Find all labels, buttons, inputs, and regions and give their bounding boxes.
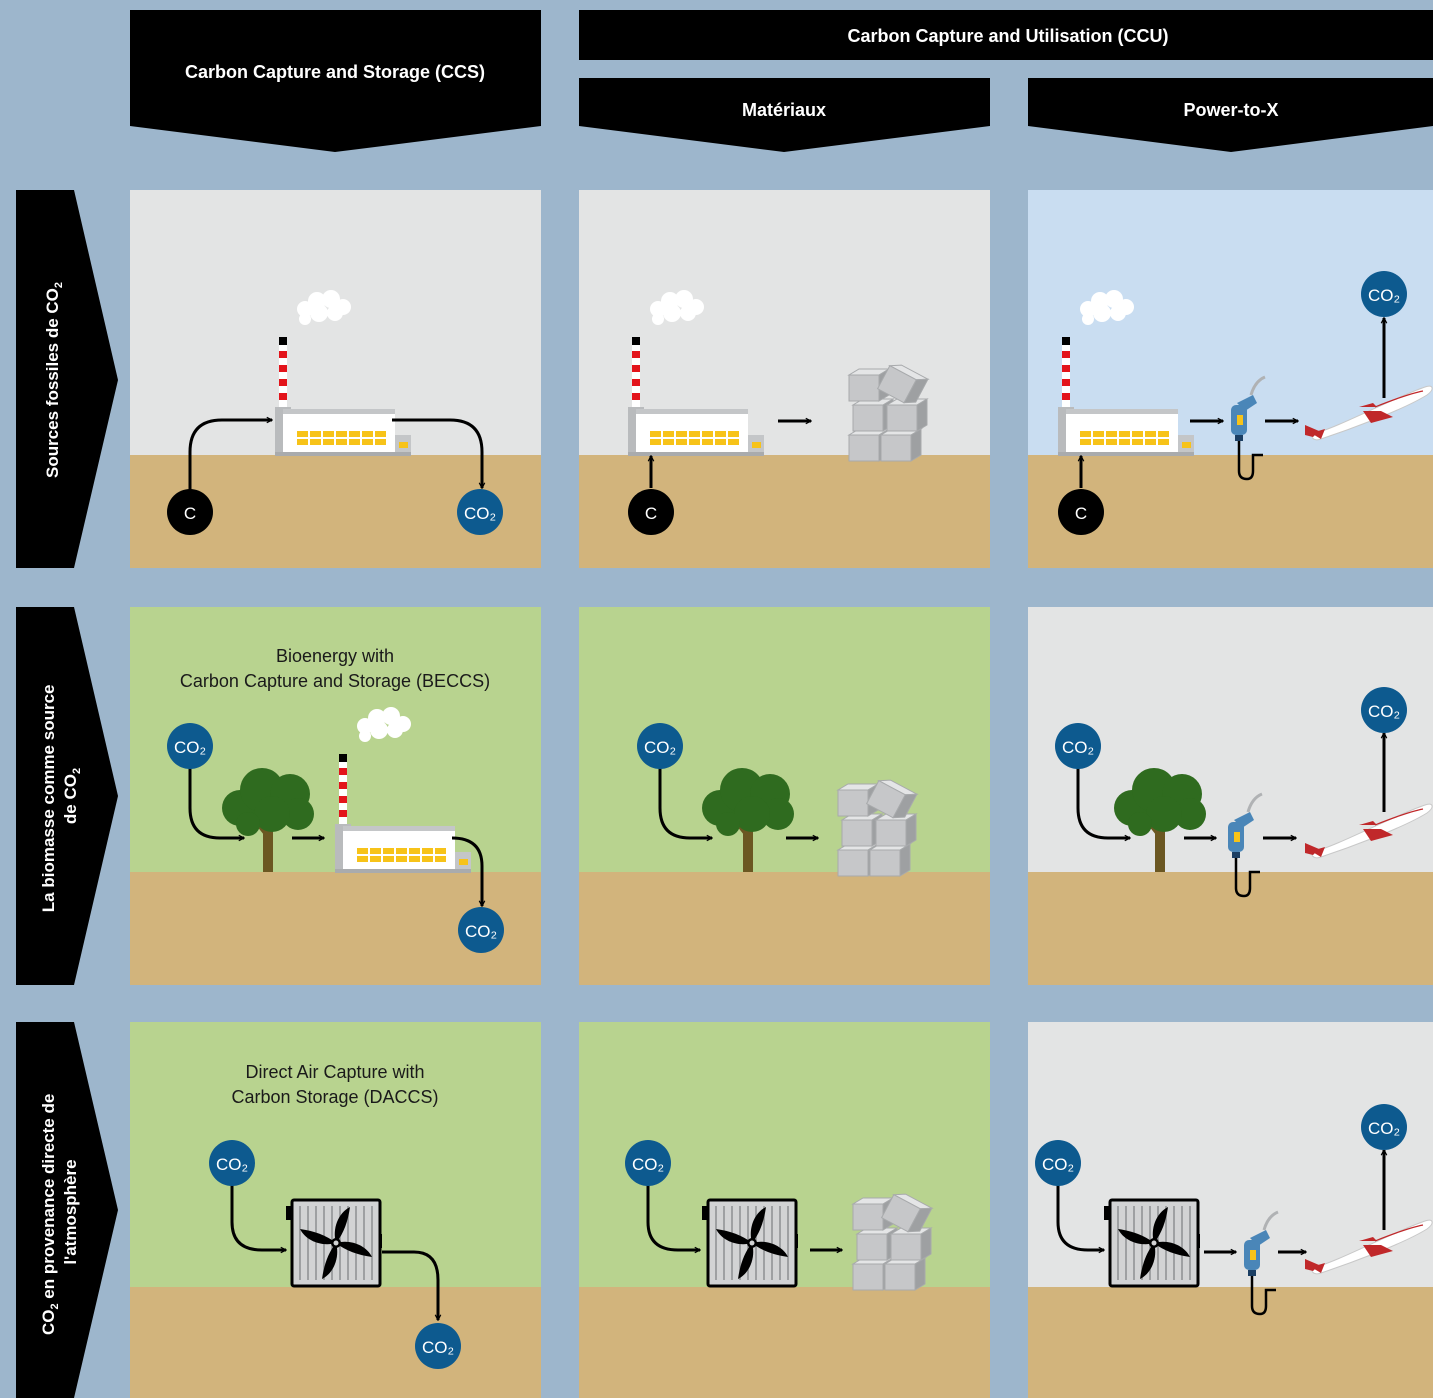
co2-bubble: CO₂ xyxy=(637,723,683,769)
row-fossil-sub: 2 xyxy=(53,282,65,288)
carbon-bubble: C xyxy=(628,489,674,535)
svg-text:C: C xyxy=(645,504,657,523)
co2-bubble: CO₂ xyxy=(458,907,504,953)
header-ptx: Power-to-X xyxy=(1028,78,1433,152)
row-biomass-line2: de CO xyxy=(61,774,80,824)
header-ccs: Carbon Capture and Storage (CCS) xyxy=(130,10,541,152)
cell-fossil-ptx: C CO₂ xyxy=(1028,190,1433,568)
daccs-title-line1: Direct Air Capture with xyxy=(245,1062,424,1082)
svg-text:La biomasse comme source: La biomasse comme source de CO2 xyxy=(39,680,83,912)
cell-fossil-ccs: C CO₂ xyxy=(130,190,541,568)
co2-bubble: CO₂ xyxy=(1361,687,1407,733)
svg-text:CO₂: CO₂ xyxy=(1062,738,1094,757)
svg-text:Sources fossiles de CO2: Sources fossiles de CO2 xyxy=(43,282,65,478)
direct-air-capture-icon xyxy=(284,1198,384,1288)
svg-text:CO₂: CO₂ xyxy=(632,1155,664,1174)
carbon-bubble: C xyxy=(1058,489,1104,535)
direct-air-capture-icon xyxy=(1102,1198,1202,1288)
row-air-sub: 2 xyxy=(49,1303,61,1309)
svg-text:C: C xyxy=(184,504,196,523)
co2-bubble: CO₂ xyxy=(209,1140,255,1186)
co2-bubble: CO₂ xyxy=(167,723,213,769)
header-materials-label: Matériaux xyxy=(742,100,826,120)
bricks-icon xyxy=(848,359,929,462)
svg-text:CO₂: CO₂ xyxy=(1368,702,1400,721)
co2-bubble: CO₂ xyxy=(415,1323,461,1369)
svg-text:CO2 en provenance directe de: CO2 en provenance directe de l'atmosphèr… xyxy=(39,1089,80,1335)
cell-biomass-ccs: Bioenergy with Carbon Capture and Storag… xyxy=(130,607,541,985)
svg-text:CO₂: CO₂ xyxy=(1368,286,1400,305)
header-ccs-label: Carbon Capture and Storage (CCS) xyxy=(185,62,485,82)
daccs-title-line2: Carbon Storage (DACCS) xyxy=(231,1087,438,1107)
header-ptx-label: Power-to-X xyxy=(1183,100,1278,120)
cell-air-ccs: Direct Air Capture with Carbon Storage (… xyxy=(130,1022,541,1398)
bricks-icon xyxy=(837,774,918,877)
svg-text:CO₂: CO₂ xyxy=(465,922,497,941)
co2-bubble: CO₂ xyxy=(625,1140,671,1186)
co2-bubble: CO₂ xyxy=(457,489,503,535)
row-air-line1: en provenance directe de xyxy=(39,1094,58,1304)
co2-bubble: CO₂ xyxy=(1055,723,1101,769)
beccs-title-line1: Bioenergy with xyxy=(276,646,394,666)
co2-bubble: CO₂ xyxy=(1361,1104,1407,1150)
svg-text:CO₂: CO₂ xyxy=(174,738,206,757)
header-materials: Matériaux xyxy=(579,78,990,152)
co2-bubble: CO₂ xyxy=(1035,1140,1081,1186)
svg-text:CO₂: CO₂ xyxy=(422,1338,454,1357)
svg-text:CO₂: CO₂ xyxy=(1042,1155,1074,1174)
svg-text:CO₂: CO₂ xyxy=(464,504,496,523)
svg-text:CO₂: CO₂ xyxy=(216,1155,248,1174)
row-header-biomass: La biomasse comme source de CO2 xyxy=(16,607,118,985)
row-header-air: CO2 en provenance directe de l'atmosphèr… xyxy=(16,1022,118,1398)
row-biomass-sub: 2 xyxy=(71,768,83,774)
beccs-title-line2: Carbon Capture and Storage (BECCS) xyxy=(180,671,490,691)
co2-bubble: CO₂ xyxy=(1361,271,1407,317)
cell-air-materials: CO₂ xyxy=(579,1022,990,1398)
row-biomass-line1: La biomasse comme source xyxy=(39,685,58,913)
carbon-bubble: C xyxy=(167,489,213,535)
row-fossil-text: Sources fossiles de CO xyxy=(43,288,62,478)
bricks-icon xyxy=(852,1188,933,1291)
cell-air-ptx: CO₂ CO₂ xyxy=(1028,1022,1433,1398)
svg-text:CO₂: CO₂ xyxy=(1368,1119,1400,1138)
svg-text:CO₂: CO₂ xyxy=(644,738,676,757)
cell-biomass-ptx: CO₂ CO₂ xyxy=(1028,607,1433,985)
row-header-fossil: Sources fossiles de CO2 xyxy=(16,190,118,568)
header-ccu: Carbon Capture and Utilisation (CCU) xyxy=(579,10,1433,60)
row-air-line2: l'atmosphère xyxy=(61,1159,80,1264)
cell-fossil-materials: C xyxy=(579,190,990,568)
row-air-pre: CO xyxy=(39,1310,58,1336)
direct-air-capture-icon xyxy=(700,1198,800,1288)
header-ccu-label: Carbon Capture and Utilisation (CCU) xyxy=(847,26,1168,46)
cell-biomass-materials: CO₂ xyxy=(579,607,990,985)
svg-text:C: C xyxy=(1075,504,1087,523)
